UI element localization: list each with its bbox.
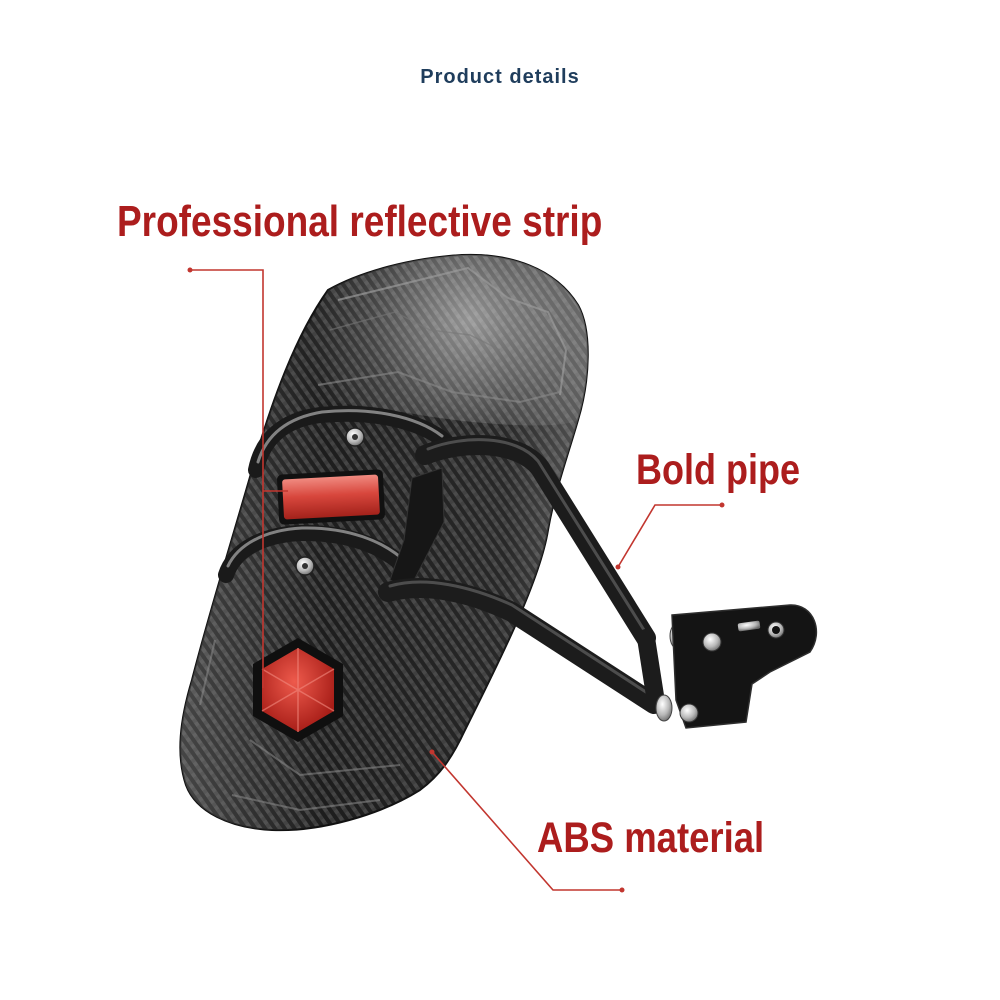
lower-screw-head <box>302 563 308 569</box>
bracket-bolt-lower <box>679 703 699 723</box>
upper-screw-head <box>352 434 358 440</box>
fender-lower-rib <box>218 524 418 583</box>
fender-gloss-top <box>285 254 588 426</box>
fender-top-panel-lower-edge <box>317 370 561 404</box>
hexagonal-reflector-facets <box>261 648 335 732</box>
pipe-connector <box>637 629 665 711</box>
abs-material-label: ABS material <box>537 813 765 862</box>
bold-pipe-leader-dot <box>719 502 725 508</box>
fender-top-panel-edge <box>337 266 568 396</box>
abs-material-leader <box>431 751 622 891</box>
reflective-strip-label: Professional reflective strip <box>117 197 603 246</box>
lower-support-pipe <box>378 578 664 714</box>
upper-support-pipe <box>415 435 656 648</box>
abs-material-leader-dot <box>619 887 625 893</box>
reflective-strip-leader <box>190 269 264 688</box>
fender-top-panel-inner-edge <box>329 311 501 351</box>
reflective-strip-leader-dot <box>187 267 193 273</box>
fender-lower-ridge <box>199 639 401 812</box>
abs-material-leader-end <box>429 749 435 755</box>
fender-upper-rib-highlight <box>256 409 444 464</box>
lower-washer <box>655 694 673 722</box>
page-title: Product details <box>420 66 580 88</box>
lower-support-pipe-highlight <box>388 580 654 698</box>
bold-pipe-label: Bold pipe <box>636 445 800 494</box>
bold-pipe-leader <box>617 504 722 568</box>
bracket-bolt-upper <box>702 632 722 652</box>
rectangular-reflector-lens <box>282 474 380 520</box>
bracket-stud <box>737 620 761 632</box>
fender-lower-rib-highlight <box>226 526 410 568</box>
upper-support-pipe-highlight <box>426 438 646 632</box>
bold-pipe-leader-end <box>615 564 621 570</box>
bracket-hole <box>772 626 780 634</box>
rectangular-reflector <box>277 469 385 525</box>
